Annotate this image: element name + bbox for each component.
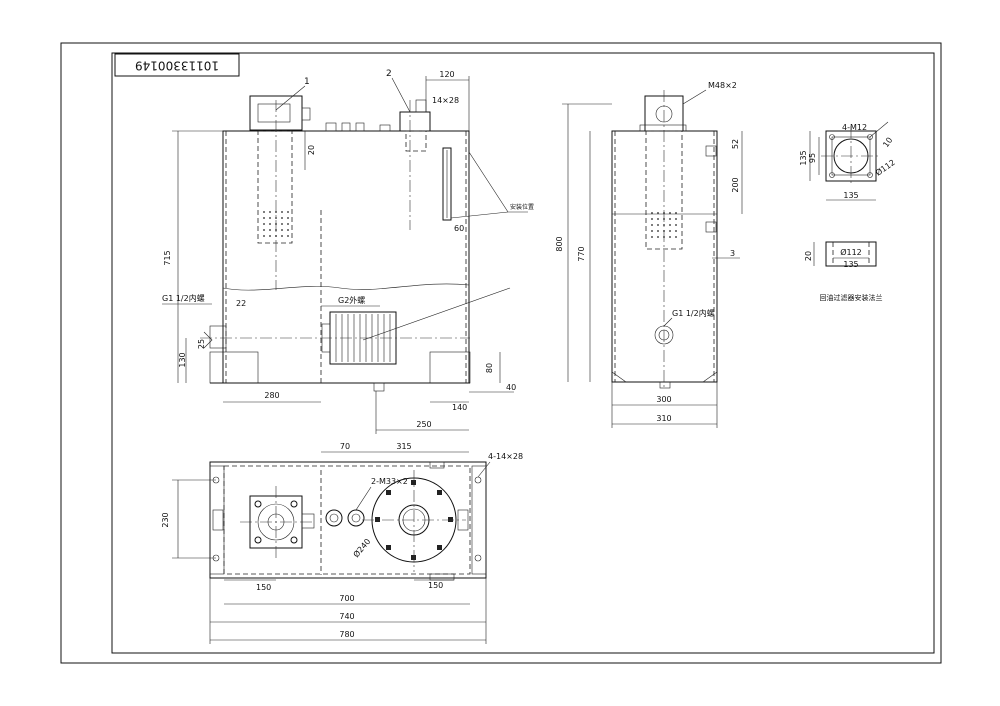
- dim-3: 3: [730, 249, 735, 258]
- dim-120: 120: [439, 70, 454, 79]
- callout-2: 2: [386, 69, 392, 79]
- air-filter: [399, 111, 431, 132]
- m12-label: 4-M12: [842, 123, 867, 132]
- dim-52: 52: [731, 139, 740, 149]
- dim-14x28-front: 14×28: [432, 96, 459, 105]
- title-block: 10113300149: [114, 53, 240, 77]
- dim-200: 200: [731, 177, 740, 192]
- dim-60-front: 60: [454, 224, 464, 233]
- dim-315: 315: [396, 442, 411, 451]
- dim-140: 140: [452, 403, 467, 412]
- dim-20-flange: 20: [804, 251, 813, 261]
- dim-20: 20: [307, 145, 316, 155]
- front-view: 120 14×28 20 715 60 G1 1/2内螺 22 G2外螺 130…: [162, 69, 534, 434]
- dim-715: 715: [163, 250, 172, 265]
- dim-130: 130: [178, 352, 187, 367]
- g1-label-front: G1 1/2内螺: [162, 293, 205, 303]
- dim-10: 10: [881, 136, 894, 150]
- dim-22: 22: [236, 299, 246, 308]
- dim-800: 800: [555, 236, 564, 251]
- dim-740: 740: [339, 612, 354, 621]
- outer-border: [60, 42, 942, 664]
- side-view: M48×2 52 200 800 770 3 G1 1/2内螺 300 310: [555, 81, 743, 428]
- inner-border: [111, 52, 935, 654]
- level-gauge: [442, 147, 452, 221]
- phi112-section: Ø112: [840, 247, 862, 257]
- holes-label: 4-14×28: [488, 452, 523, 461]
- dim-135-h: 135: [843, 191, 858, 200]
- m33-label: 2-M33×2: [371, 477, 408, 486]
- dim-70: 70: [340, 442, 350, 451]
- dim-310: 310: [656, 414, 671, 423]
- dim-280: 280: [264, 391, 279, 400]
- dim-135-v: 135: [799, 150, 808, 165]
- m48-label: M48×2: [708, 81, 737, 90]
- dim-230: 230: [161, 512, 170, 527]
- phi112-top: Ø112: [873, 157, 896, 178]
- phi240: Ø240: [351, 536, 373, 559]
- dim-250: 250: [416, 420, 431, 429]
- dim-300: 300: [656, 395, 671, 404]
- dim-700: 700: [339, 594, 354, 603]
- dim-95: 95: [808, 153, 817, 163]
- dim-135-section: 135: [843, 260, 858, 269]
- flange-caption: 回油过滤器安装法兰: [820, 293, 883, 302]
- dim-150-right: 150: [428, 581, 443, 590]
- dim-25: 25: [197, 339, 206, 349]
- dim-780: 780: [339, 630, 354, 639]
- flange-detail: 4-M12 10 135 95 Ø112 135 20 Ø112 135 回油过…: [799, 121, 897, 302]
- mounting-label: 安装位置: [510, 203, 534, 211]
- dim-770: 770: [577, 246, 586, 261]
- dim-40: 40: [506, 383, 516, 392]
- dim-150-left: 150: [256, 583, 271, 592]
- g1-label-side: G1 1/2内螺: [672, 308, 715, 318]
- suction-strainer-dots: [263, 211, 289, 237]
- side-strainer-dots: [651, 212, 677, 238]
- dim-80: 80: [485, 363, 494, 373]
- top-view: 70 315 4-14×28 2-M33×2 230 Ø240 150 150 …: [161, 442, 523, 644]
- flange-bolts: [375, 480, 453, 560]
- g2-label: G2外螺: [338, 295, 365, 305]
- callout-1: 1: [304, 77, 310, 87]
- drawing-number: 10113300149: [135, 59, 219, 73]
